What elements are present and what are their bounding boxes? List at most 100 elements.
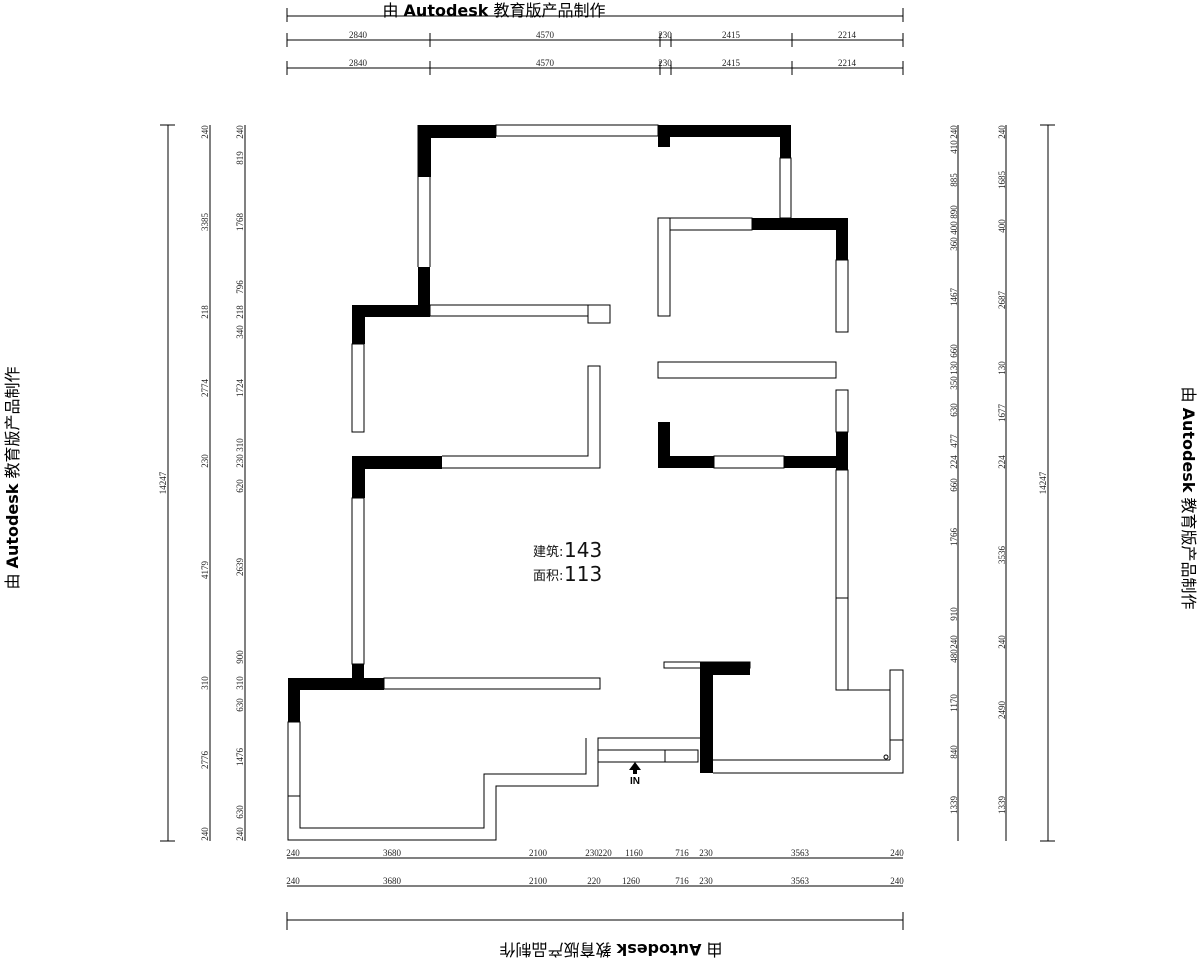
right-outer-labels: 240 1685 400 2687 130 1677 224 3536 240 … <box>997 125 1007 814</box>
dim-label: 2214 <box>838 30 857 40</box>
dim-label: 819 <box>235 151 245 165</box>
dim-label: 620 <box>235 479 245 493</box>
dim-label: 350 <box>949 376 959 390</box>
solid-walls <box>288 125 848 773</box>
bottom-dimension-labels-row2: 240 3680 2100 220 1260 716 230 3563 240 <box>286 876 904 886</box>
dim-label: 2214 <box>838 58 857 68</box>
bottom-dimension-labels-row1: 240 3680 2100 230 220 1160 716 230 3563 … <box>286 848 904 858</box>
dim-label: 2776 <box>200 751 210 770</box>
dim-label: 630 <box>949 403 959 417</box>
dim-label: 796 <box>235 280 245 294</box>
dim-label: 230 <box>235 454 245 468</box>
right-dimension-strings <box>957 124 1055 842</box>
dim-label: 1160 <box>625 848 643 858</box>
outer-wall-outline <box>287 124 904 841</box>
dim-label: 218 <box>200 305 210 319</box>
entrance-label: IN <box>630 776 640 787</box>
dim-label: 4570 <box>536 58 555 68</box>
dim-label: 1677 <box>997 404 1007 423</box>
dim-label: 1260 <box>622 876 641 886</box>
dim-label: 340 <box>235 325 245 339</box>
dim-label: 910 <box>949 607 959 621</box>
watermark-right: 由 Autodesk 教育版产品制作 <box>1179 386 1198 609</box>
top-dimension-strings <box>286 8 904 75</box>
drain-marker <box>883 754 889 760</box>
dim-label: 2100 <box>529 848 548 858</box>
dim-label: 230 <box>658 58 672 68</box>
dim-label: 2490 <box>997 701 1007 720</box>
watermark-top: 由 Autodesk 教育版产品制作 <box>382 1 605 20</box>
watermark-bottom: 由 Autodesk 教育版产品制作 <box>499 940 722 959</box>
dim-label: 360 <box>949 237 959 251</box>
dim-label: 2774 <box>200 379 210 398</box>
dim-label: 410 <box>949 140 959 154</box>
dim-label: 2639 <box>235 558 245 577</box>
bottom-dimension-strings <box>286 857 904 930</box>
dim-label: 1476 <box>235 748 245 767</box>
dim-label: 660 <box>949 344 959 358</box>
dim-label: 240 <box>286 876 300 886</box>
dim-label: 660 <box>949 478 959 492</box>
dim-label: 240 <box>235 827 245 841</box>
dim-label: 230 <box>585 848 599 858</box>
dim-label: 3680 <box>383 876 402 886</box>
dim-label: 1768 <box>235 213 245 232</box>
dim-label: 3536 <box>997 546 1007 565</box>
dim-label: 218 <box>235 305 245 319</box>
usable-area-value: 113 <box>564 562 602 586</box>
dim-label: 240 <box>890 876 904 886</box>
dim-label: 3680 <box>383 848 402 858</box>
dim-label: 220 <box>598 848 612 858</box>
dim-label: 240 <box>200 827 210 841</box>
dim-label: 1339 <box>997 796 1007 815</box>
entrance-arrow-icon <box>629 762 641 774</box>
dim-label: 477 <box>949 434 959 448</box>
dim-label: 230 <box>699 848 713 858</box>
dim-label: 230 <box>699 876 713 886</box>
dim-label: 1339 <box>949 796 959 815</box>
dim-label: 3563 <box>791 848 810 858</box>
dim-label: 2100 <box>529 876 548 886</box>
dim-label: 2840 <box>349 30 368 40</box>
dim-label: 400 <box>997 219 1007 233</box>
dim-label: 3385 <box>200 213 210 232</box>
dim-label: 240 <box>890 848 904 858</box>
dim-label: 240 <box>949 635 959 649</box>
area-summary: 建筑: 143 面积: 113 <box>533 538 602 586</box>
dim-label: 230 <box>658 30 672 40</box>
dim-label: 2415 <box>722 30 741 40</box>
dim-label: 480 <box>949 649 959 663</box>
dim-label: 885 <box>949 173 959 187</box>
dim-label: 4570 <box>536 30 555 40</box>
dim-label: 900 <box>235 650 245 664</box>
dim-label: 224 <box>997 455 1007 469</box>
dim-label: 1467 <box>949 288 959 307</box>
dim-label: 890 <box>949 205 959 219</box>
dim-label: 1170 <box>949 694 959 712</box>
top-dimension-labels-row1: 2840 4570 230 2415 2214 <box>349 30 857 40</box>
dim-label: 240 <box>997 125 1007 139</box>
dim-label: 240 <box>235 125 245 139</box>
dim-label: 400 <box>949 221 959 235</box>
dim-label: 2840 <box>349 58 368 68</box>
usable-area-label: 面积: <box>533 569 563 584</box>
right-inner-labels: 240 410 885 890 400 360 1467 660 130 350… <box>949 125 959 814</box>
dim-label: 630 <box>235 698 245 712</box>
left-dimension-strings <box>160 124 246 842</box>
dim-label: 716 <box>675 876 689 886</box>
building-area-label: 建筑: <box>533 544 563 560</box>
dim-label: 840 <box>949 745 959 759</box>
watermark-left: 由 Autodesk 教育版产品制作 <box>3 366 22 589</box>
dim-label: 240 <box>997 635 1007 649</box>
dim-label: 310 <box>200 676 210 690</box>
dim-label: 3563 <box>791 876 810 886</box>
dim-label: 4179 <box>200 561 210 580</box>
dim-label: 240 <box>286 848 300 858</box>
dim-label: 1685 <box>997 171 1007 190</box>
dim-label: 1724 <box>235 379 245 398</box>
left-total-label: 14247 <box>158 471 168 494</box>
right-total-label: 14247 <box>1038 471 1048 494</box>
dim-label: 130 <box>949 361 959 375</box>
dim-label: 240 <box>949 125 959 139</box>
